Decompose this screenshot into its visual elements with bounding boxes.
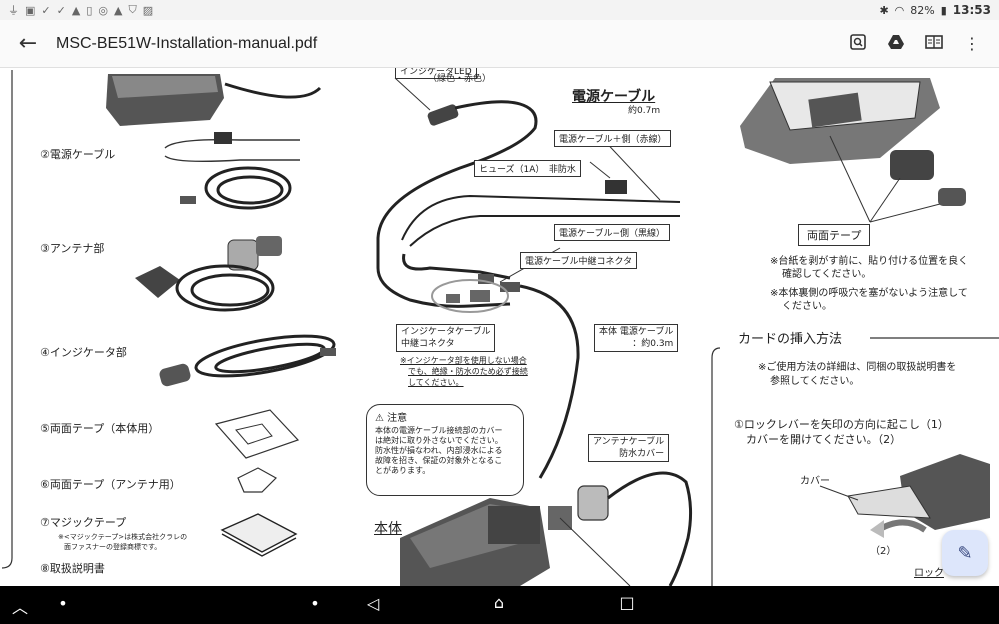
usb-icon: ⏚ (8, 4, 19, 17)
warning-icon: ▲ (71, 3, 81, 17)
step1-line2: カバーを開けてください。（2） (746, 433, 902, 446)
back-nav-icon[interactable]: ◁ (366, 594, 380, 613)
step-number-2: （2） (870, 546, 897, 557)
caution-line: は絶対に取り外さないでください。 (375, 436, 503, 445)
installation-illustrations (1, 70, 999, 586)
check-icon: ✓ (41, 3, 51, 17)
right-note-2b: ください。 (782, 301, 832, 312)
shield-icon: ⛉ (128, 3, 137, 16)
plus-side-box: 電源ケーブル＋側（赤線） (554, 130, 672, 147)
body-cable-box: 本体 電源ケーブル ：約0.3m (594, 324, 679, 352)
card-note-2: 参照してください。 (770, 376, 860, 387)
lock-label: ロック (914, 568, 944, 579)
file-icon: ▯ (86, 3, 93, 17)
right-note-2a: ※本体裏側の呼吸穴を塞がないよう注意して (770, 288, 968, 299)
status-bar: ⏚ ▣ ✓ ✓ ▲ ▯ ◎ ▲ ⛉ ▨ ✱ ◠ 82% ▮ 13:53 (0, 0, 999, 20)
home-icon[interactable]: ⌂ (493, 593, 505, 612)
caution-box: ⚠ 注意 本体の電源ケーブル接続部のカバー は絶対に取り外さないでください。 防… (366, 404, 524, 496)
caution-header: ⚠ 注意 (375, 409, 515, 424)
relay-connector-box: 電源ケーブル中継コネクタ (520, 252, 638, 269)
toolbar-actions: ⋮ (849, 33, 981, 54)
battery-level: 82% (910, 3, 935, 17)
sync-icon: ◎ (98, 3, 108, 17)
indicator-note-2: でも、絶縁・防水のため必ず接続 (408, 367, 528, 376)
warning-icon: ▲ (113, 3, 123, 17)
caution-line: 本体の電源ケーブル接続部のカバー (375, 426, 503, 435)
step-number-1: （ (936, 542, 946, 553)
card-note-1: ※ご使用方法の詳細は、同梱の取扱説明書を (758, 362, 957, 373)
indicator-relay-box: インジケータケーブル 中継コネクタ (396, 324, 496, 352)
power-cable-length: 約0.7m (628, 106, 661, 116)
app-bar: ← MSC-BE51W-Installation-manual.pdf ⋮ (0, 20, 999, 68)
pdf-page[interactable]: ②電源ケーブル ③アンテナ部 ④インジケータ部 ⑤両面テープ（本体用） ⑥両面テ… (0, 68, 999, 586)
magic-tape-note: ※<マジックテープ>は株式会社クラレの (58, 533, 188, 541)
chevron-up-icon[interactable]: ︿ (11, 598, 28, 617)
indicator-relay-line2: 中継コネクタ (401, 339, 455, 349)
led-colors: （緑色・赤色） (428, 74, 492, 84)
bluetooth-icon: ✱ (879, 3, 889, 17)
cover-label: カバー (800, 476, 830, 487)
right-note-1a: ※台紙を剥がす前に、貼り付ける位置を良く (770, 256, 969, 267)
drive-icon[interactable] (887, 34, 905, 54)
step1-line1: ①ロックレバーを矢印の方向に起こし（1） (734, 418, 949, 431)
indicator-note-3: してください。 (408, 378, 464, 387)
item-magic-tape-label: ⑦マジックテープ (40, 516, 127, 529)
antenna-cover-line1: アンテナケーブル (593, 437, 665, 447)
recents-icon[interactable]: □ (619, 593, 635, 612)
power-cable-heading: 電源ケーブル (572, 89, 656, 105)
minus-side-box: 電源ケーブル−側（黒線） (554, 224, 671, 241)
reading-mode-icon[interactable] (925, 34, 943, 53)
indicator-note-1: ※インジケータ部を使用しない場合 (400, 356, 527, 365)
pen-icon: ✎ (957, 542, 973, 564)
caution-line: 防水性が損なわれ、内部浸水による (375, 446, 503, 455)
dot-icon: • (58, 594, 68, 613)
body-cable-line2: ：約0.3m (632, 339, 674, 349)
dot-icon: • (310, 594, 320, 613)
body-label: 本体 (374, 521, 402, 537)
antenna-cover-box: アンテナケーブル 防水カバー (588, 434, 670, 462)
fuse-box: ヒューズ（1A） 非防水 (474, 160, 581, 177)
magic-tape-note: 面ファスナーの登録商標です。 (64, 543, 162, 551)
caution-line: とがあります。 (375, 466, 431, 475)
clock: 13:53 (952, 3, 991, 17)
tape-label-box: 両面テープ (798, 224, 871, 246)
warning-icon: ⚠ (375, 413, 384, 424)
app-icon: ▨ (142, 3, 154, 17)
more-options-icon[interactable]: ⋮ (964, 34, 980, 53)
item-tape-body-label: ⑤両面テープ（本体用） (40, 422, 160, 435)
battery-icon: ▮ (940, 3, 947, 17)
antenna-cover-line2: 防水カバー (619, 449, 665, 459)
item-power-cable-label: ②電源ケーブル (40, 148, 116, 161)
wifi-icon: ◠ (894, 3, 905, 17)
search-icon[interactable] (849, 33, 867, 54)
caution-line: 故障を招き、保証の対象外となるこ (375, 456, 503, 465)
document-title: MSC-BE51W-Installation-manual.pdf (56, 34, 318, 52)
indicator-led-box: インジケータLED (395, 68, 477, 79)
item-antenna-label: ③アンテナ部 (40, 242, 105, 255)
item-indicator-label: ④インジケータ部 (40, 346, 127, 359)
item-tape-antenna-label: ⑥両面テープ（アンテナ用） (40, 478, 181, 491)
item-manual-label: ⑧取扱説明書 (40, 562, 105, 575)
caution-title: 注意 (387, 413, 408, 424)
indicator-relay-line1: インジケータケーブル (401, 327, 491, 337)
notification-icons: ⏚ ▣ ✓ ✓ ▲ ▯ ◎ ▲ ⛉ ▨ (8, 2, 153, 18)
back-arrow-icon[interactable]: ← (18, 31, 38, 56)
navigation-bar: ︿ • • ◁ ⌂ □ (0, 586, 999, 624)
image-icon: ▣ (25, 3, 36, 17)
right-note-1b: 確認してください。 (782, 269, 872, 280)
body-cable-line1: 本体 電源ケーブル (599, 327, 674, 337)
card-insertion-heading: カードの挿入方法 (738, 332, 843, 347)
annotate-button[interactable]: ✎ (942, 530, 988, 576)
check-icon: ✓ (56, 3, 66, 17)
system-indicators: ✱ ◠ 82% ▮ 13:53 (879, 3, 991, 17)
